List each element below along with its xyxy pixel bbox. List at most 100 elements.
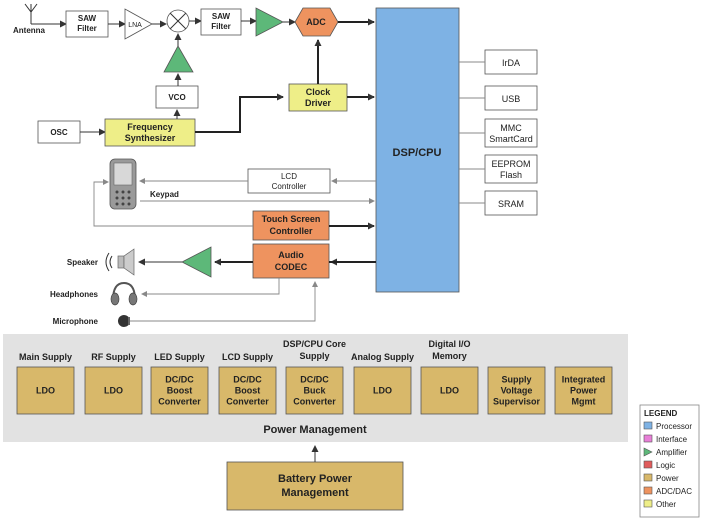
lcd-line-1: LCD	[281, 172, 297, 181]
legend-label: ADC/DAC	[656, 487, 692, 496]
supply-box	[16, 366, 75, 415]
lna-triangle	[124, 8, 153, 40]
eeprom-line-1: EEPROM	[491, 159, 530, 169]
legend-swatch	[643, 421, 653, 430]
keypad-label: Keypad	[150, 190, 179, 199]
mixer-icon	[166, 9, 190, 33]
saw2-line-1: SAW	[212, 12, 231, 21]
if-amplifier	[255, 7, 284, 37]
legend-swatch	[643, 460, 653, 469]
supply-box-text: Integrated	[562, 375, 606, 385]
adc-label: ADC	[306, 17, 326, 27]
supply-box-text: Voltage	[501, 386, 533, 396]
speaker-label: Speaker	[67, 258, 98, 267]
supply-box-text: LDO	[36, 386, 55, 396]
supply-box	[285, 366, 344, 415]
irda-label: IrDA	[502, 58, 520, 68]
supply-box-text: LDO	[104, 386, 123, 396]
supply-box	[353, 366, 412, 415]
legend-swatch	[643, 473, 653, 482]
codec-line-2: CODEC	[275, 262, 308, 272]
supply-label: Memory	[432, 351, 467, 361]
dsp-cpu-label: DSP/CPU	[393, 147, 442, 159]
supply-box-text: Boost	[235, 386, 261, 396]
supply-box	[150, 366, 209, 415]
supply-box-text: Converter	[293, 397, 336, 407]
speaker-icon	[105, 248, 135, 276]
saw-filter-2	[200, 8, 242, 36]
supply-box	[554, 366, 613, 415]
peripheral-usb: USB	[484, 85, 538, 111]
supply-label: Supply	[299, 351, 329, 361]
legend-label: Other	[656, 500, 676, 509]
supply-label: Main Supply	[19, 352, 72, 362]
supply-box-text: Boost	[167, 386, 193, 396]
clock-line-2: Driver	[305, 98, 332, 108]
power-management-title: Power Management	[263, 424, 367, 436]
audio-amplifier	[181, 246, 212, 278]
legend-item-logic: Logic	[643, 460, 675, 470]
peripheral-eeprom: EEPROM Flash	[484, 154, 538, 184]
legend-item-amplifier: Amplifier	[643, 447, 687, 457]
supply-label: DSP/CPU Core	[283, 339, 346, 349]
frequency-synthesizer	[104, 118, 196, 147]
supply-box-text: Mgmt	[572, 397, 596, 407]
antenna-icon	[24, 3, 38, 24]
battery-line-2: Management	[281, 487, 349, 499]
supply-box-text: Power	[570, 386, 598, 396]
codec-line-1: Audio	[278, 250, 304, 260]
headphones-label: Headphones	[50, 290, 99, 299]
osc-label: OSC	[50, 128, 68, 137]
lna-label: LNA	[128, 22, 142, 29]
supply-box-text: DC/DC	[233, 375, 262, 385]
clock-line-1: Clock	[306, 87, 332, 97]
supply-label: Digital I/O	[428, 339, 470, 349]
usb-label: USB	[502, 94, 521, 104]
supply-box-text: Buck	[303, 386, 326, 396]
battery-line-1: Battery Power	[278, 473, 353, 485]
saw1-line-2: Filter	[77, 24, 97, 33]
supply-box-text: Converter	[226, 397, 269, 407]
supply-box	[84, 366, 143, 415]
supply-label: LCD Supply	[222, 352, 273, 362]
legend-label: Interface	[656, 435, 688, 444]
headphones-icon	[110, 281, 138, 306]
legend-swatch	[643, 447, 653, 457]
saw2-line-2: Filter	[211, 22, 231, 31]
lcd-controller	[247, 168, 331, 194]
vco-label: VCO	[168, 93, 185, 102]
touch-line-1: Touch Screen	[262, 214, 321, 224]
supply-box-text: LDO	[440, 386, 459, 396]
legend-swatch	[643, 486, 653, 495]
microphone-label: Microphone	[53, 317, 99, 326]
eeprom-line-2: Flash	[500, 170, 522, 180]
supply-box	[487, 366, 546, 415]
antenna-label: Antenna	[13, 26, 46, 35]
battery-power-management-box	[226, 461, 404, 511]
legend-item-interface: Interface	[643, 434, 688, 444]
legend-item-power: Power	[643, 473, 679, 483]
peripheral-irda: IrDA	[484, 49, 538, 75]
legend-title: LEGEND	[644, 409, 678, 418]
mmc-line-1: MMC	[500, 123, 522, 133]
supply-box	[218, 366, 277, 415]
sram-label: SRAM	[498, 199, 524, 209]
supply-box-text: Supervisor	[493, 397, 541, 407]
touch-screen-controller	[252, 210, 330, 241]
legend-swatch	[643, 499, 653, 508]
legend-items: ProcessorInterfaceAmplifierLogicPowerADC…	[643, 421, 692, 509]
touch-line-2: Controller	[269, 226, 312, 236]
legend-item-other: Other	[643, 499, 676, 509]
vco-box	[155, 85, 199, 109]
lcd-line-2: Controller	[272, 182, 307, 191]
legend-item-adcdac: ADC/DAC	[643, 486, 692, 496]
peripheral-mmc: MMC SmartCard	[484, 118, 538, 148]
legend-label: Processor	[656, 422, 692, 431]
